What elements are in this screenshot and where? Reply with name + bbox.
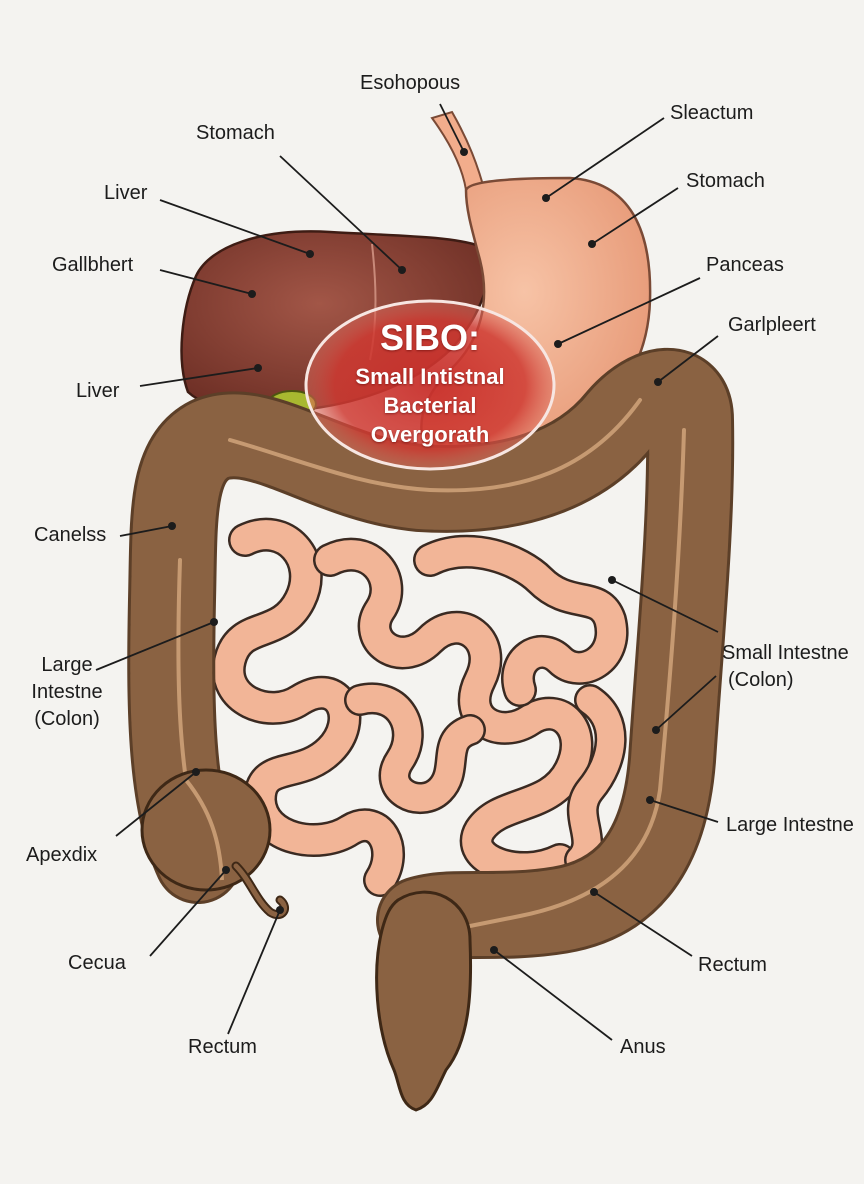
label-small-intestine-right: Small Intestne (Colon) — [722, 640, 864, 694]
sibo-subtitle-line-3: Overgorath — [370, 422, 490, 447]
label-cecua: Cecua — [68, 952, 126, 974]
label-canelss: Canelss — [34, 524, 107, 546]
label-apexdix: Apexdix — [26, 844, 98, 866]
label-large-intestine-right: Large Intestne — [726, 814, 854, 836]
sibo-subtitle-line-1: Small Intistnal — [355, 364, 505, 389]
label-large-intestine-left-line-3: (Colon) — [34, 708, 100, 730]
leader-lines — [95, 103, 719, 1041]
label-rectum-left: Rectum — [188, 1036, 257, 1058]
label-large-intestine-left-line-2: Intestne — [31, 681, 103, 703]
label-panceas: Panceas — [706, 254, 784, 276]
label-anus: Anus — [620, 1036, 666, 1058]
cecum-shape — [140, 768, 272, 892]
sibo-callout-bubble — [304, 299, 556, 471]
leader-dots — [168, 148, 662, 954]
label-sleactum: Sleactum — [670, 102, 754, 124]
label-liver-top: Liver — [104, 182, 148, 204]
label-large-intestine-left: Large Intestne (Colon) — [12, 652, 122, 733]
label-rectum-right: Rectum — [698, 954, 767, 976]
label-stomach-left: Stomach — [196, 122, 275, 144]
colon-shape — [127, 347, 735, 964]
sibo-subtitle-line-2: Bacterial — [383, 393, 477, 418]
label-small-intestine-right-line-2: (Colon) — [728, 669, 794, 691]
small-intestine-shape — [211, 517, 629, 897]
label-liver-bottom: Liver — [76, 380, 120, 402]
label-stomach-right: Stomach — [686, 170, 765, 192]
label-large-intestine-left-line-1: Large — [41, 654, 93, 676]
label-small-intestine-right-line-1: Small Intestne — [722, 642, 849, 664]
label-esophagus: Esohopous — [360, 72, 461, 94]
label-garlpleert: Garlpleert — [728, 314, 816, 336]
rectum-shape — [375, 890, 473, 1112]
sibo-title: SIBO: — [379, 317, 480, 358]
label-gallbladder: Gallbhert — [52, 254, 134, 276]
